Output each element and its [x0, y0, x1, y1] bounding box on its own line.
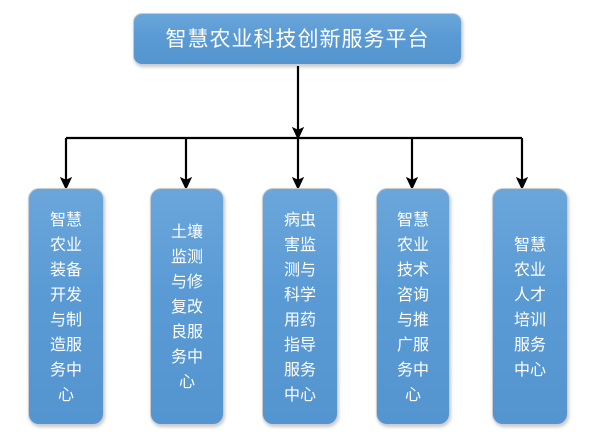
leaf-node-soil-monitoring[interactable]: 土壤监测与修复改良服务中心 [150, 188, 224, 425]
leaf-node-label: 智慧农业装备开发与制造服务中心 [49, 209, 82, 404]
leaf-node-label: 病虫害监测与科学用药指导服务中心 [283, 209, 316, 404]
leaf-node-label: 土壤监测与修复改良服务中心 [170, 222, 203, 391]
leaf-node-label: 智慧农业人才培训服务中心 [513, 234, 546, 379]
leaf-node-tech-consulting[interactable]: 智慧农业技术咨询与推广服务中心 [376, 188, 450, 425]
root-node-platform[interactable]: 智慧农业科技创新服务平台 [133, 13, 462, 65]
root-node-label: 智慧农业科技创新服务平台 [165, 27, 430, 51]
leaf-node-label: 智慧农业技术咨询与推广服务中心 [396, 209, 429, 404]
leaf-node-talent-training[interactable]: 智慧农业人才培训服务中心 [492, 188, 568, 425]
leaf-node-equipment-manufacturing[interactable]: 智慧农业装备开发与制造服务中心 [28, 188, 104, 425]
leaf-node-pest-monitoring[interactable]: 病虫害监测与科学用药指导服务中心 [262, 188, 338, 425]
